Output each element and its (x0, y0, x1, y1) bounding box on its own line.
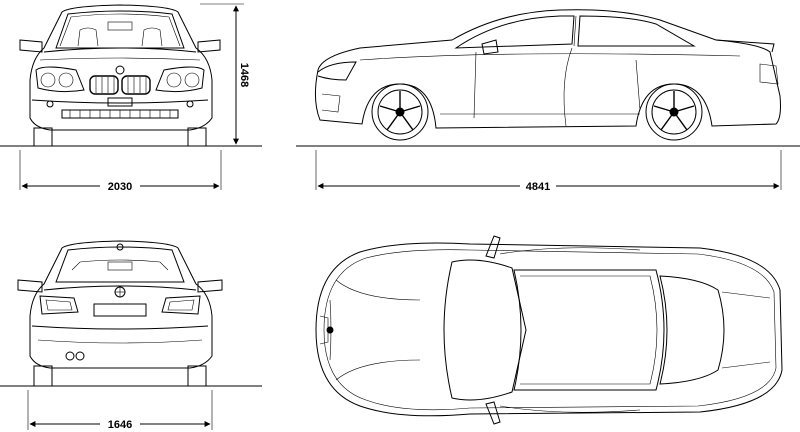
front-width-label: 2030 (108, 181, 132, 193)
front-width-dimension: 2030 (19, 150, 222, 193)
rear-track-dimension: 1646 (27, 390, 213, 431)
front-view (0, 4, 262, 147)
rear-view (0, 240, 262, 387)
height-label: 1468 (238, 63, 250, 87)
top-view (315, 235, 783, 425)
height-dimension: 1468 (200, 3, 250, 145)
rear-track-label: 1646 (108, 419, 132, 431)
side-view (296, 9, 800, 147)
length-label: 4841 (526, 181, 550, 193)
length-dimension: 4841 (315, 150, 782, 193)
